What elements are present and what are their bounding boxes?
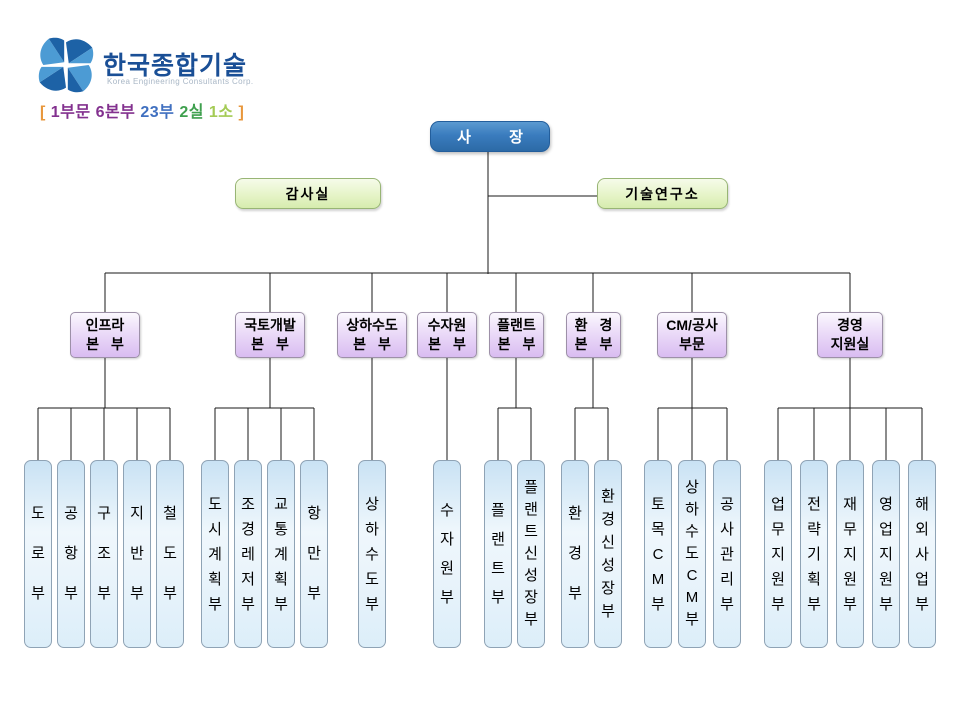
dept-label: 토목CM부 bbox=[651, 495, 665, 613]
division-label: 본 부 bbox=[497, 336, 536, 352]
division-label: 지원실 bbox=[830, 336, 870, 352]
dept-box: 항만부 bbox=[300, 460, 328, 648]
research-institute-label: 기술연구소 bbox=[625, 185, 700, 202]
dept-label: 플랜트부 bbox=[491, 502, 505, 606]
dept-box: 도시계획부 bbox=[201, 460, 229, 648]
dept-label: 업무지원부 bbox=[771, 495, 785, 613]
dept-label: 항만부 bbox=[307, 505, 321, 602]
division-box-water-resources: 수자원 본 부 bbox=[417, 312, 477, 358]
summary-segment: ] bbox=[238, 104, 245, 121]
division-label: 국토개발 bbox=[244, 317, 296, 333]
division-box-plant: 플랜트 본 부 bbox=[489, 312, 544, 358]
dept-box: 환경부 bbox=[561, 460, 589, 648]
summary-segment: 1부문 6본부 bbox=[50, 104, 141, 121]
ceo-box: 사 장 bbox=[430, 121, 550, 152]
ceo-label: 사 장 bbox=[457, 129, 523, 146]
division-box-management-support: 경영 지원실 bbox=[817, 312, 883, 358]
dept-box: 토목CM부 bbox=[644, 460, 672, 648]
summary-segment: [ bbox=[40, 104, 51, 121]
dept-box: 상하수도부 bbox=[358, 460, 386, 648]
dept-box: 상하수도CM부 bbox=[678, 460, 706, 648]
dept-box: 도로부 bbox=[24, 460, 52, 648]
dept-box: 플랜트부 bbox=[484, 460, 512, 648]
dept-box: 조경레저부 bbox=[234, 460, 262, 648]
dept-label: 구조부 bbox=[97, 505, 111, 602]
dept-label: 도시계획부 bbox=[208, 495, 222, 613]
audit-office-box: 감사실 bbox=[235, 178, 381, 209]
division-label: 본 부 bbox=[353, 336, 391, 352]
dept-box: 영업지원부 bbox=[872, 460, 900, 648]
audit-office-label: 감사실 bbox=[285, 185, 331, 202]
company-tagline: Korea Engineering Consultants Corp. bbox=[107, 77, 254, 86]
dept-label: 환경부 bbox=[568, 505, 582, 602]
dept-box: 공사관리부 bbox=[713, 460, 741, 648]
dept-label: 해외사업부 bbox=[915, 495, 929, 613]
org-summary: [ 1부문 6본부 23부 2실 1소 ] bbox=[40, 98, 244, 122]
dept-label: 재무지원부 bbox=[843, 495, 857, 613]
company-name: 한국종합기술 bbox=[103, 52, 248, 80]
dept-label: 플랜트신성장부 bbox=[524, 479, 538, 628]
division-label: 환 경 bbox=[574, 317, 613, 333]
pinwheel-icon bbox=[38, 37, 94, 93]
division-label: 플랜트 bbox=[497, 317, 536, 333]
division-label: CM/공사 bbox=[666, 317, 718, 333]
dept-label: 수자원부 bbox=[440, 502, 454, 606]
dept-label: 영업지원부 bbox=[879, 495, 893, 613]
dept-label: 교통계획부 bbox=[274, 495, 288, 613]
dept-label: 지반부 bbox=[130, 505, 144, 602]
dept-box: 해외사업부 bbox=[908, 460, 936, 648]
summary-segment: 23부 bbox=[140, 104, 180, 121]
dept-label: 도로부 bbox=[31, 505, 45, 602]
dept-box: 공항부 bbox=[57, 460, 85, 648]
division-box-water-sewer: 상하수도 본 부 bbox=[337, 312, 407, 358]
division-label: 본 부 bbox=[251, 336, 289, 352]
division-box-environment: 환 경 본 부 bbox=[566, 312, 621, 358]
dept-label: 상하수도부 bbox=[365, 495, 379, 613]
dept-box: 구조부 bbox=[90, 460, 118, 648]
dept-label: 조경레저부 bbox=[241, 495, 255, 613]
division-box-cm-construction: CM/공사 부문 bbox=[657, 312, 727, 358]
division-label: 인프라 bbox=[85, 317, 125, 333]
dept-box: 교통계획부 bbox=[267, 460, 295, 648]
dept-box: 플랜트신성장부 bbox=[517, 460, 545, 648]
dept-label: 공항부 bbox=[64, 505, 78, 602]
division-label: 상하수도 bbox=[346, 317, 398, 333]
research-institute-box: 기술연구소 bbox=[597, 178, 728, 209]
dept-box: 철도부 bbox=[156, 460, 184, 648]
dept-box: 지반부 bbox=[123, 460, 151, 648]
division-label: 본 부 bbox=[86, 336, 124, 352]
dept-box: 전략기획부 bbox=[800, 460, 828, 648]
division-label: 수자원 bbox=[427, 317, 467, 333]
dept-label: 철도부 bbox=[163, 505, 177, 602]
dept-box: 환경신성장부 bbox=[594, 460, 622, 648]
division-label: 본 부 bbox=[574, 336, 613, 352]
summary-segment: 1소 bbox=[208, 104, 239, 121]
dept-box: 수자원부 bbox=[433, 460, 461, 648]
division-label: 본 부 bbox=[428, 336, 466, 352]
division-label: 부문 bbox=[679, 336, 705, 352]
dept-label: 전략기획부 bbox=[807, 495, 821, 613]
dept-label: 공사관리부 bbox=[720, 495, 734, 613]
division-label: 경영 bbox=[837, 317, 863, 333]
dept-label: 상하수도CM부 bbox=[685, 479, 699, 628]
dept-box: 업무지원부 bbox=[764, 460, 792, 648]
division-box-infra: 인프라 본 부 bbox=[70, 312, 140, 358]
division-box-land-dev: 국토개발 본 부 bbox=[235, 312, 305, 358]
dept-box: 재무지원부 bbox=[836, 460, 864, 648]
dept-label: 환경신성장부 bbox=[601, 488, 615, 620]
summary-segment: 2실 bbox=[179, 104, 209, 121]
